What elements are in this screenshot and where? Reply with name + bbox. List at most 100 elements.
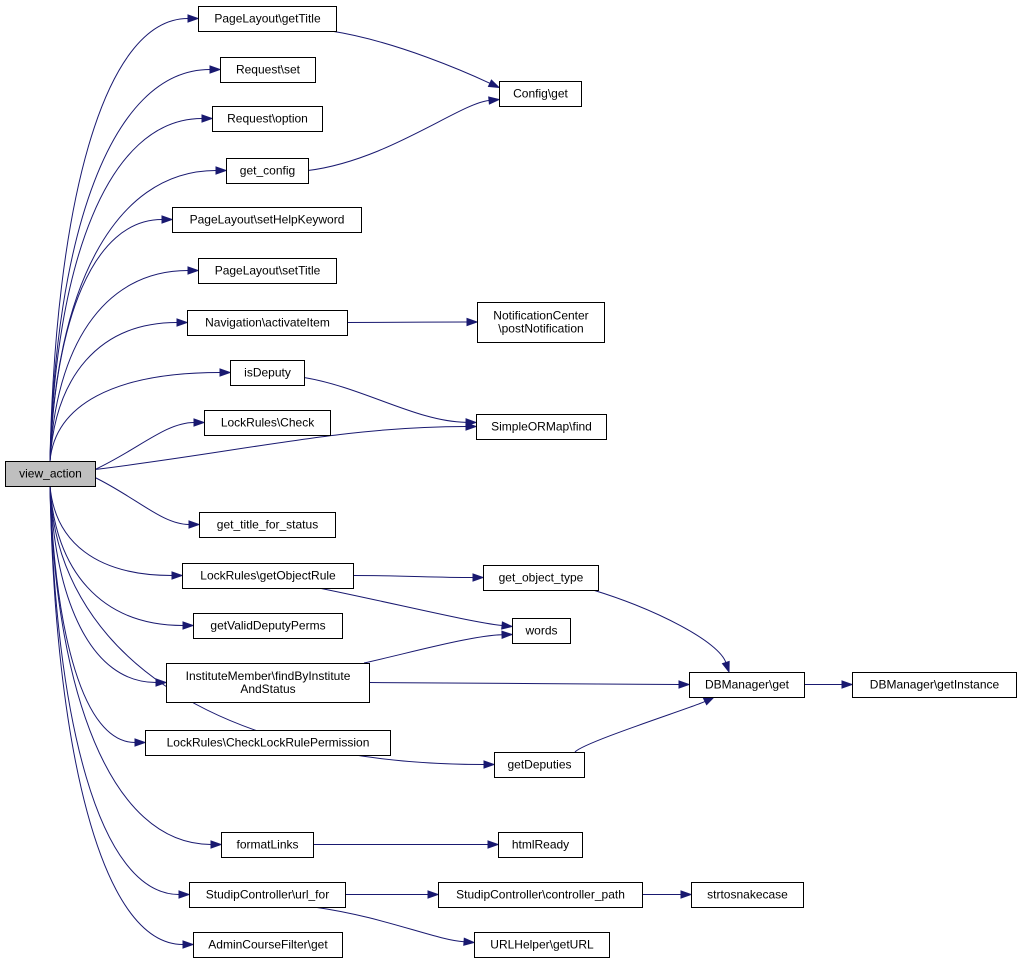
node-lockrules-check[interactable]: LockRules\Check xyxy=(204,410,331,436)
edge-institutemember-find-to-words-line xyxy=(363,634,503,664)
node-strtosnakecase[interactable]: strtosnakecase xyxy=(691,882,804,908)
node-dbmanager-getinstance[interactable]: DBManager\getInstance xyxy=(852,672,1017,698)
edge-view-action-to-isdeputy-line xyxy=(49,372,221,462)
edge-get-object-type-to-dbmanager-get xyxy=(592,589,730,674)
edge-view-action-to-lockrules-checklockrulepermission xyxy=(49,485,147,747)
edge-getdeputies-to-dbmanager-get xyxy=(574,696,716,753)
nodes-layer: view_action PageLayout\getTitleRequest\se… xyxy=(5,6,1017,958)
node-studipcontroller-url-for[interactable]: StudipController\url_for xyxy=(189,882,346,908)
node-box xyxy=(199,512,336,538)
node-get-object-type[interactable]: get_object_type xyxy=(483,565,599,591)
edge-formatlinks-to-htmlready xyxy=(313,840,500,849)
node-label: Navigation\activateItem xyxy=(205,316,330,330)
edge-view-action-to-navigation-activateitem-line xyxy=(49,322,178,462)
edge-view-action-to-studipcontroller-url-for-arrowhead xyxy=(178,890,191,899)
edge-view-action-to-request-option-arrowhead xyxy=(201,114,214,123)
node-box xyxy=(483,565,599,591)
node-simpleormap-find[interactable]: SimpleORMap\find xyxy=(476,414,607,440)
node-studipcontroller-controller-path[interactable]: StudipController\controller_path xyxy=(438,882,643,908)
node-label: LockRules\CheckLockRulePermission xyxy=(167,736,370,750)
node-config-get[interactable]: Config\get xyxy=(499,81,582,107)
edge-view-action-to-lockrules-getobjectrule xyxy=(49,485,184,580)
edge-navigation-activateitem-to-notificationcenter-postnotification-arrowhead xyxy=(466,317,479,327)
edge-view-action-to-getdeputies xyxy=(49,485,496,769)
edge-view-action-to-getvaliddeputyperms xyxy=(49,485,195,630)
node-box xyxy=(499,81,582,107)
node-lockrules-checklockrulepermission[interactable]: LockRules\CheckLockRulePermission xyxy=(145,730,391,756)
node-label: StudipController\controller_path xyxy=(456,888,625,902)
node-view-action[interactable]: view_action xyxy=(5,461,96,487)
node-getdeputies[interactable]: getDeputies xyxy=(494,752,585,778)
edge-view-action-to-get-config-arrowhead xyxy=(215,166,228,175)
node-htmlready[interactable]: htmlReady xyxy=(498,832,583,858)
node-label: Request\option xyxy=(227,112,308,126)
edge-institutemember-find-to-words xyxy=(363,630,514,664)
node-words[interactable]: words xyxy=(512,618,571,644)
node-box xyxy=(204,410,331,436)
edge-view-action-to-pagelayout-gettitle xyxy=(49,14,200,462)
node-label: strtosnakecase xyxy=(707,888,788,902)
node-label: isDeputy xyxy=(244,366,291,380)
edge-view-action-to-admincoursefilter-get-arrowhead xyxy=(182,940,195,949)
edge-lockrules-getobjectrule-to-words xyxy=(318,587,514,630)
edge-pagelayout-gettitle-to-config-get xyxy=(330,30,501,89)
edge-view-action-to-pagelayout-settitle xyxy=(49,266,200,462)
node-admincoursefilter-get[interactable]: AdminCourseFilter\get xyxy=(193,932,343,958)
node-box xyxy=(187,310,348,336)
node-label: DBManager\get xyxy=(705,678,790,692)
node-notificationcenter-postnotification[interactable]: NotificationCenter\postNotification xyxy=(477,302,605,343)
node-label: StudipController\url_for xyxy=(206,888,329,902)
edge-view-action-to-isdeputy-arrowhead xyxy=(219,368,232,377)
node-label: getValidDeputyPerms xyxy=(210,619,325,633)
edge-get-config-to-config-get-arrowhead xyxy=(488,96,501,105)
edge-view-action-to-formatlinks xyxy=(49,485,223,849)
edge-get-object-type-to-dbmanager-get-line xyxy=(592,589,727,663)
node-request-option[interactable]: Request\option xyxy=(212,106,323,132)
edge-lockrules-getobjectrule-to-words-line xyxy=(318,587,503,627)
node-pagelayout-settitle[interactable]: PageLayout\setTitle xyxy=(198,258,337,284)
node-getvaliddeputyperms[interactable]: getValidDeputyPerms xyxy=(193,613,343,639)
edge-view-action-to-lockrules-getobjectrule-arrowhead xyxy=(171,571,184,580)
node-lockrules-getobjectrule[interactable]: LockRules\getObjectRule xyxy=(182,563,354,589)
node-label: view_action xyxy=(19,467,82,481)
node-isdeputy[interactable]: isDeputy xyxy=(230,360,305,386)
node-navigation-activateitem[interactable]: Navigation\activateItem xyxy=(187,310,348,336)
node-label: AndStatus xyxy=(240,682,295,696)
node-box xyxy=(5,461,96,487)
node-pagelayout-gettitle[interactable]: PageLayout\getTitle xyxy=(198,6,337,32)
node-formatlinks[interactable]: formatLinks xyxy=(221,832,314,858)
edge-lockrules-getobjectrule-to-get-object-type-line xyxy=(352,575,474,578)
edge-view-action-to-pagelayout-gettitle-line xyxy=(49,18,189,462)
node-label: \postNotification xyxy=(498,322,583,336)
edge-lockrules-getobjectrule-to-get-object-type-arrowhead xyxy=(472,573,485,582)
node-box xyxy=(166,663,370,703)
edge-view-action-to-pagelayout-settitle-arrowhead xyxy=(187,266,200,275)
node-get-title-for-status[interactable]: get_title_for_status xyxy=(199,512,336,538)
edge-view-action-to-get-title-for-status-arrowhead xyxy=(188,520,201,529)
node-get-config[interactable]: get_config xyxy=(226,158,309,184)
node-box xyxy=(477,302,605,343)
node-box xyxy=(691,882,804,908)
edge-view-action-to-institutemember-find xyxy=(49,485,168,687)
edge-view-action-to-formatlinks-arrowhead xyxy=(210,840,223,849)
edge-view-action-to-pagelayout-sethelpkeyword xyxy=(49,215,174,462)
node-label: htmlReady xyxy=(512,838,569,852)
node-pagelayout-sethelpkeyword[interactable]: PageLayout\setHelpKeyword xyxy=(172,207,362,233)
node-box xyxy=(512,618,571,644)
node-box xyxy=(438,882,643,908)
node-dbmanager-get[interactable]: DBManager\get xyxy=(689,672,805,698)
edge-navigation-activateitem-to-notificationcenter-postnotification xyxy=(346,317,479,327)
node-label: get_config xyxy=(240,164,295,178)
edge-pagelayout-gettitle-to-config-get-arrowhead xyxy=(487,79,501,89)
edge-dbmanager-get-to-dbmanager-getinstance xyxy=(804,680,854,689)
node-urlhelper-geturl[interactable]: URLHelper\getURL xyxy=(474,932,610,958)
edge-studipcontroller-url-for-to-studipcontroller-controller-path-arrowhead xyxy=(427,890,440,899)
node-label: LockRules\getObjectRule xyxy=(200,569,336,583)
edge-view-action-to-navigation-activateitem-arrowhead xyxy=(176,318,189,327)
node-request-set[interactable]: Request\set xyxy=(220,57,316,83)
edge-isdeputy-to-simpleormap-find-arrowhead xyxy=(465,418,478,427)
node-label: NotificationCenter xyxy=(493,309,588,323)
edge-studipcontroller-url-for-to-urlhelper-geturl-arrowhead xyxy=(463,937,476,946)
